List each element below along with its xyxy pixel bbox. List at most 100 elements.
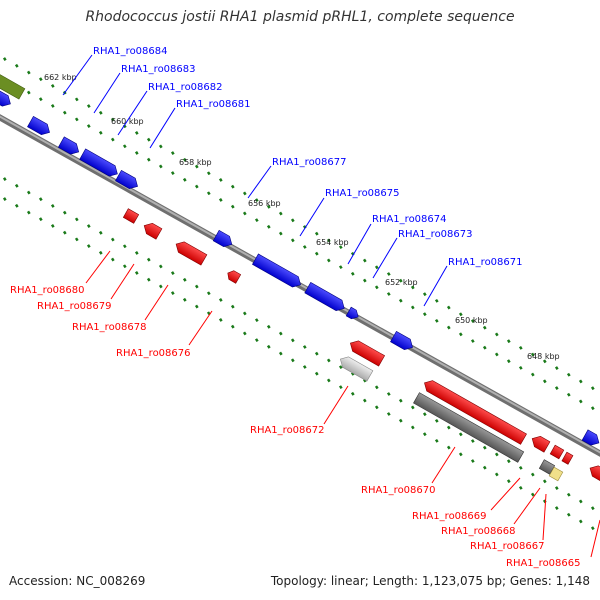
tick-mark xyxy=(386,272,391,276)
gene-label[interactable]: RHA1_ro08672 xyxy=(250,425,325,436)
reverse-gene-label-texts: RHA1_ro08680 RHA1_ro08679 RHA1_ro08678 R… xyxy=(10,285,581,569)
tick-mark xyxy=(458,332,463,337)
pseudo-feature[interactable] xyxy=(337,354,374,382)
gene-label[interactable]: RHA1_ro08668 xyxy=(441,526,516,537)
tick-mark xyxy=(302,345,307,349)
gene-label[interactable]: RHA1_ro08683 xyxy=(121,64,196,75)
forward-gene[interactable] xyxy=(115,169,140,191)
forward-gene[interactable] xyxy=(57,136,81,157)
reverse-gene[interactable] xyxy=(561,451,574,465)
tick-mark xyxy=(278,211,283,216)
tick-mark xyxy=(302,365,307,369)
gene-label[interactable]: RHA1_ro08665 xyxy=(506,558,581,569)
tick-mark xyxy=(578,499,583,504)
tick-mark xyxy=(398,398,403,403)
forward-gene[interactable] xyxy=(581,429,600,448)
tick-mark xyxy=(134,131,139,135)
tick-mark xyxy=(254,318,259,323)
tick-mark xyxy=(170,271,175,276)
tick-mark xyxy=(194,164,199,169)
tick-mark xyxy=(242,191,247,196)
tick-mark xyxy=(146,157,151,162)
gene-label[interactable]: RHA1_ro08677 xyxy=(272,157,347,168)
gene-label[interactable]: RHA1_ro08669 xyxy=(412,511,487,522)
tick-mark xyxy=(386,292,391,296)
forward-genes[interactable] xyxy=(0,86,600,448)
forward-gene[interactable] xyxy=(304,282,347,313)
tick-mark xyxy=(158,264,163,269)
tick-mark xyxy=(158,144,163,149)
tick-mark xyxy=(290,358,295,363)
gene-label[interactable]: RHA1_ro08676 xyxy=(116,348,191,359)
tick-mark xyxy=(518,485,523,490)
reverse-gene[interactable] xyxy=(173,239,208,266)
gene-label[interactable]: RHA1_ro08678 xyxy=(72,322,147,333)
gene-label[interactable]: RHA1_ro08675 xyxy=(325,188,400,199)
forward-gene[interactable] xyxy=(79,148,121,179)
reverse-gene[interactable] xyxy=(549,444,565,460)
tick-mark xyxy=(446,425,451,430)
tick-mark xyxy=(326,238,331,243)
gene-label[interactable]: RHA1_ro08681 xyxy=(176,99,251,110)
gene-label[interactable]: RHA1_ro08682 xyxy=(148,82,223,93)
forward-gene[interactable] xyxy=(0,86,13,109)
tick-mark xyxy=(410,425,415,430)
tick-mark xyxy=(290,218,295,223)
reverse-gene[interactable] xyxy=(122,208,140,224)
tick-mark xyxy=(2,57,7,62)
tick-mark xyxy=(554,366,559,370)
tick-mark xyxy=(50,104,55,108)
gene-label[interactable]: RHA1_ro08680 xyxy=(10,285,85,296)
reverse-gene[interactable] xyxy=(421,378,527,445)
tick-mark xyxy=(302,245,307,249)
reverse-gene[interactable] xyxy=(225,269,242,284)
tick-mark xyxy=(506,359,511,364)
reverse-genes[interactable] xyxy=(122,208,600,482)
tick-mark xyxy=(410,305,415,310)
tick-mark xyxy=(326,258,331,263)
tick-mark xyxy=(494,452,499,457)
reverse-gene[interactable] xyxy=(347,338,386,367)
tick-mark xyxy=(98,230,103,235)
reverse-gene-labels xyxy=(85,250,600,558)
tick-mark xyxy=(458,312,463,317)
reverse-gene[interactable] xyxy=(587,463,600,482)
tick-mark xyxy=(410,285,415,290)
tick-mark xyxy=(134,151,139,155)
tick-mark xyxy=(518,345,523,350)
forward-gene[interactable] xyxy=(345,306,361,321)
tick-mark xyxy=(2,197,7,202)
tick-mark xyxy=(434,298,439,303)
forward-gene[interactable] xyxy=(390,330,415,352)
tick-mark xyxy=(470,319,475,323)
forward-gene[interactable] xyxy=(252,253,303,290)
gray-features[interactable] xyxy=(337,354,564,482)
gene-label[interactable]: RHA1_ro08684 xyxy=(93,46,168,57)
highlight-feature[interactable] xyxy=(548,466,564,482)
gene-label[interactable]: RHA1_ro08679 xyxy=(37,301,112,312)
gene-label[interactable]: RHA1_ro08673 xyxy=(398,229,473,240)
tick-mark xyxy=(530,492,535,497)
gene-label[interactable]: RHA1_ro08674 xyxy=(372,214,447,225)
forward-gene[interactable] xyxy=(27,115,52,137)
tick-mark xyxy=(110,117,115,122)
other-feature[interactable] xyxy=(0,71,26,100)
scale-label-652: 652 kbp xyxy=(385,278,418,287)
forward-gene[interactable] xyxy=(212,229,235,249)
summary-label: Topology: linear; Length: 1,123,075 bp; … xyxy=(270,574,590,588)
reverse-gene[interactable] xyxy=(529,433,551,453)
pseudo-feature[interactable] xyxy=(413,392,525,463)
reverse-gene[interactable] xyxy=(141,220,163,240)
forward-gene-labels xyxy=(62,54,448,307)
scale-labels: 662 kbp 660 kbp 658 kbp 656 kbp 654 kbp … xyxy=(44,73,560,361)
tick-mark xyxy=(218,178,223,182)
tick-mark xyxy=(362,278,367,283)
tick-mark xyxy=(98,250,103,255)
gene-label[interactable]: RHA1_ro08667 xyxy=(470,541,545,552)
tick-mark xyxy=(458,432,463,437)
tick-mark xyxy=(398,278,403,283)
gene-label[interactable]: RHA1_ro08670 xyxy=(361,485,436,496)
tick-mark xyxy=(566,512,571,517)
gene-label[interactable]: RHA1_ro08671 xyxy=(448,257,523,268)
